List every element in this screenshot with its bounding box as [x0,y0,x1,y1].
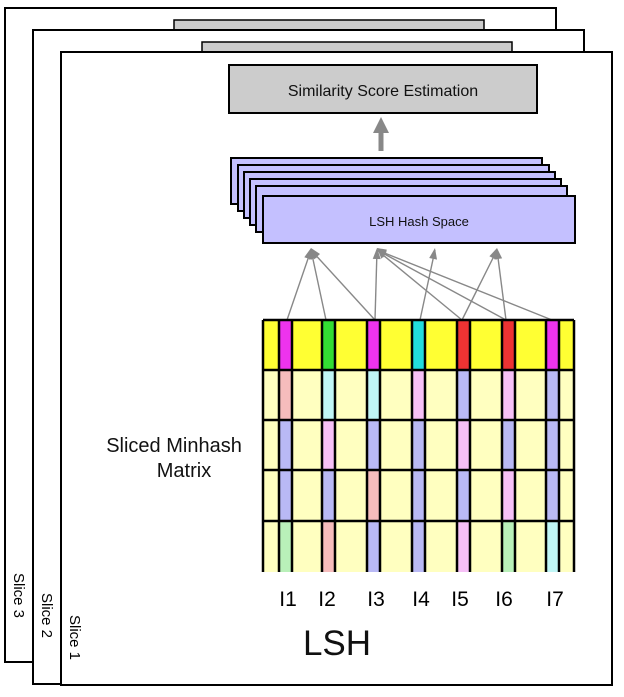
hash-arrow [376,249,463,321]
item-hash-cell [412,470,425,521]
hash-arrow [310,249,327,321]
item-hash-cell [367,470,380,521]
up-arrow-icon [373,117,389,151]
item-label: I6 [495,588,513,611]
item-header-cell [412,320,425,370]
hash-space-box [262,195,576,244]
slice-label-1: Slice 1 [66,615,83,660]
item-hash-cell [546,420,559,470]
item-hash-cell [322,420,335,470]
slice-label-2: Slice 2 [38,593,55,638]
hash-arrow-head [494,248,503,260]
item-hash-cell [367,521,380,572]
matrix-label-line1: Sliced Minhash [106,435,242,457]
item-label: I3 [367,588,385,611]
item-label: I7 [546,588,564,611]
hash-arrow-head [429,248,438,260]
hash-arrows [286,248,553,321]
item-header-cell [279,320,292,370]
item-header-cell [546,320,559,370]
item-hash-cell [502,470,515,521]
item-hash-cell [502,521,515,572]
item-hash-cell [322,470,335,521]
hash-arrow [374,249,378,321]
hash-arrow-head [372,248,381,260]
item-header-cell [322,320,335,370]
item-hash-cell [546,370,559,420]
similarity-box [228,64,538,114]
hash-arrow [419,249,436,321]
item-hash-cell [457,470,470,521]
hash-space-label: LSH Hash Space [369,214,469,229]
slice-label-3: Slice 3 [10,573,27,618]
item-hash-cell [322,521,335,572]
matrix-label-line2: Matrix [157,460,211,482]
item-hash-cell [279,370,292,420]
similarity-box-label: Similarity Score Estimation [288,83,478,100]
item-header-cell [367,320,380,370]
item-labels: I1 I2 I3 I4 I5 I6 I7 [279,588,564,611]
hash-arrow [376,249,507,321]
item-hash-cell [279,470,292,521]
hash-space-stack [230,157,576,244]
hash-arrow [461,249,498,321]
item-hash-cell [279,521,292,572]
hash-arrow [286,249,312,321]
item-hash-cell [322,370,335,420]
item-label: I4 [412,588,430,611]
item-label: I2 [318,588,336,611]
item-label: I1 [279,588,297,611]
item-hash-cell [457,370,470,420]
item-header-cell [502,320,515,370]
item-hash-cell [412,370,425,420]
item-hash-cell [502,370,515,420]
hash-arrow-head [311,248,321,260]
item-hash-cell [279,420,292,470]
item-hash-cell [457,420,470,470]
item-hash-cell [412,420,425,470]
item-hash-cell [457,521,470,572]
item-hash-cell [546,470,559,521]
item-hash-cell [367,420,380,470]
hash-arrow [310,249,376,321]
item-hash-cell [502,420,515,470]
item-hash-cell [546,521,559,572]
item-label: I5 [451,588,469,611]
item-header-cell [457,320,470,370]
hash-arrow [376,249,553,321]
minhash-matrix [261,318,576,572]
hash-arrow-head [377,248,387,258]
hash-arrow [496,249,507,321]
item-hash-cell [412,521,425,572]
lsh-title: LSH [303,624,371,663]
item-hash-cell [367,370,380,420]
